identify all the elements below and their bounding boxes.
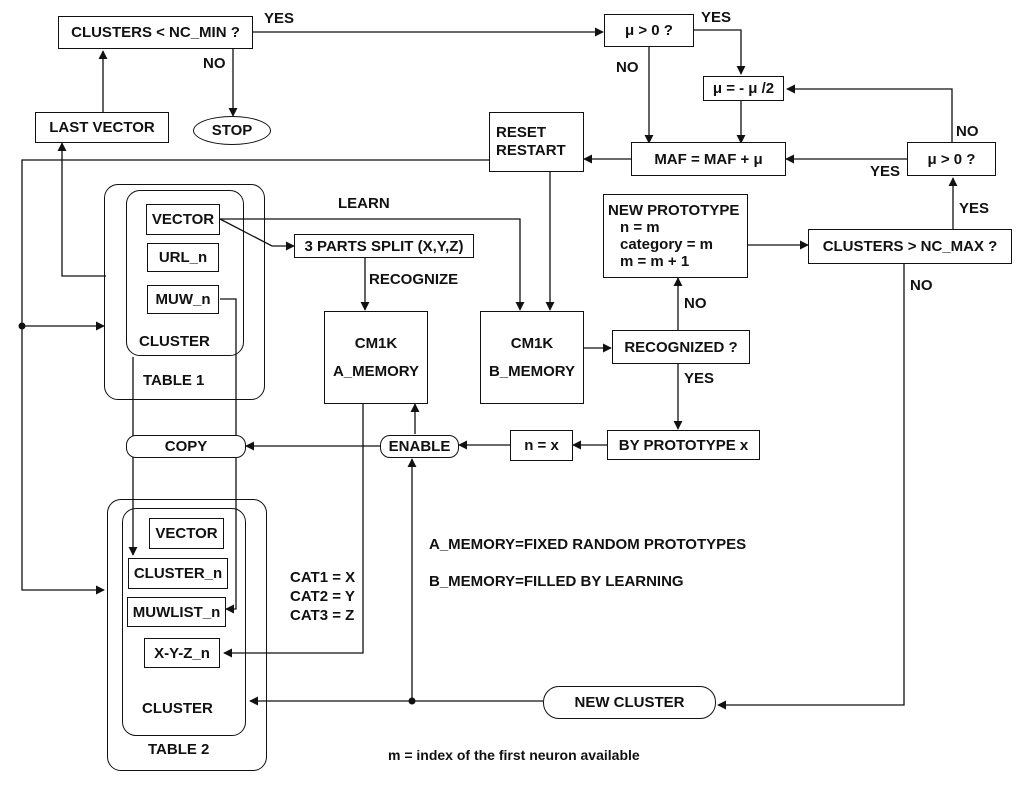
cat3-annotation: CAT3 = Z	[290, 607, 355, 624]
table2-field-muwlist-n[interactable]: MUWLIST_n	[127, 597, 226, 627]
mu-half-box[interactable]: μ = - μ /2	[703, 76, 784, 101]
enable-gate[interactable]: ENABLE	[380, 435, 459, 458]
table1-field-vector[interactable]: VECTOR	[146, 204, 220, 235]
table2-cluster-container	[122, 508, 246, 736]
table1-cluster-container	[126, 190, 244, 356]
table1-field-muw-n[interactable]: MUW_n	[147, 285, 219, 314]
edge-label-mu-right-no: NO	[956, 123, 979, 140]
table1-container	[104, 184, 265, 400]
edge-label-mu-top-yes: YES	[701, 9, 732, 26]
junction-dot	[408, 697, 416, 705]
last-vector-box[interactable]: LAST VECTOR	[35, 112, 169, 143]
edge-label-max-no: NO	[910, 277, 933, 294]
restart-line: RESTART	[496, 142, 566, 159]
reset-line: RESET	[496, 124, 547, 141]
edge-label-recognized-yes: YES	[684, 370, 715, 387]
edge-label-min-yes: YES	[264, 10, 295, 27]
table2-cluster-label: CLUSTER	[142, 700, 213, 717]
new-prototype-box[interactable]: NEW PROTOTYPE n = m category = m m = m +…	[603, 194, 748, 278]
table2-field-xyz-n[interactable]: X-Y-Z_n	[144, 638, 220, 668]
new-cluster-terminal[interactable]: NEW CLUSTER	[543, 686, 716, 719]
clusters-gt-nc-max-decision[interactable]: CLUSTERS > NC_MAX ?	[808, 229, 1012, 264]
mu-gt-zero-top-decision[interactable]: μ > 0 ?	[604, 14, 694, 47]
new-prototype-line: m = m + 1	[620, 253, 690, 270]
edge-label-recognize: RECOGNIZE	[369, 271, 459, 288]
copy-gate[interactable]: COPY	[126, 435, 246, 458]
edge-label-mu-top-no: NO	[616, 59, 639, 76]
table1-cluster-label: CLUSTER	[139, 333, 210, 350]
reset-restart-box[interactable]: RESET RESTART	[489, 112, 584, 172]
table2-field-cluster-n[interactable]: CLUSTER_n	[128, 558, 228, 589]
edge-label-min-no: NO	[203, 55, 226, 72]
table2-title: TABLE 2	[148, 741, 210, 758]
a-memory-label: A_MEMORY	[332, 362, 420, 380]
m-index-note: m = index of the first neuron available	[388, 747, 640, 763]
b-memory-label: B_MEMORY	[488, 362, 576, 380]
new-prototype-title: NEW PROTOTYPE	[608, 202, 740, 219]
mu-gt-zero-right-decision[interactable]: μ > 0 ?	[907, 142, 996, 176]
cm1k-a-chip: CM1K	[354, 334, 398, 352]
edge-mu-right-no	[786, 84, 953, 143]
three-parts-split-box[interactable]: 3 PARTS SPLIT (X,Y,Z)	[294, 234, 474, 258]
edge-mu-top-yes	[694, 29, 746, 75]
clusters-lt-nc-min-decision[interactable]: CLUSTERS < NC_MIN ?	[58, 16, 253, 49]
n-eq-x-box[interactable]: n = x	[510, 430, 573, 461]
cm1k-a-memory[interactable]: CM1K A_MEMORY	[324, 311, 428, 404]
cat2-annotation: CAT2 = Y	[290, 588, 355, 605]
new-prototype-line: category = m	[620, 236, 713, 253]
stop-terminal[interactable]: STOP	[193, 116, 271, 145]
table1-field-url-n[interactable]: URL_n	[147, 243, 219, 272]
table1-title: TABLE 1	[143, 372, 205, 389]
junction-dot	[18, 322, 26, 330]
cat1-annotation: CAT1 = X	[290, 569, 356, 586]
edge-vector-learn	[220, 218, 525, 311]
edge-label-learn: LEARN	[338, 195, 390, 212]
maf-update-box[interactable]: MAF = MAF + μ	[631, 142, 786, 176]
edge-label-max-yes: YES	[959, 200, 990, 217]
new-prototype-line: n = m	[620, 219, 660, 236]
edge-label-recognized-no: NO	[684, 295, 707, 312]
a-memory-note: A_MEMORY=FIXED RANDOM PROTOTYPES	[429, 536, 747, 553]
cm1k-b-chip: CM1K	[510, 334, 554, 352]
b-memory-note: B_MEMORY=FILLED BY LEARNING	[429, 573, 684, 590]
by-prototype-box[interactable]: BY PROTOTYPE x	[607, 430, 760, 460]
edge-table1-lastvector	[57, 142, 106, 277]
recognized-decision[interactable]: RECOGNIZED ?	[612, 330, 750, 364]
table2-field-vector[interactable]: VECTOR	[149, 518, 224, 549]
table2-container	[107, 499, 267, 771]
cm1k-b-memory[interactable]: CM1K B_MEMORY	[480, 311, 584, 404]
edge-label-mu-right-yes: YES	[870, 163, 901, 180]
